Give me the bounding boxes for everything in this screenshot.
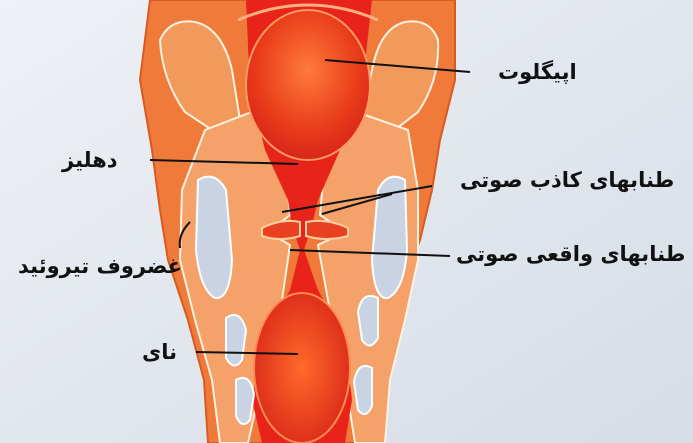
right-cartilage-bottom [354, 366, 372, 414]
vestibule-label: دهلیز [62, 150, 118, 171]
true-cords-label: طنابهای واقعی صوتی [456, 244, 685, 265]
right-cartilage-small [358, 296, 378, 346]
left-cartilage-small [226, 315, 246, 366]
left-cartilage-large [196, 177, 232, 298]
epiglottis-shape [246, 10, 370, 160]
thyroid-cartilage-label: غضروف تیروئید [18, 256, 182, 277]
epiglottis-label: اپیگلوت [498, 62, 577, 83]
left-cartilage-bottom [236, 378, 254, 424]
trachea-shape [254, 293, 350, 443]
trachea-label: نای [142, 342, 177, 363]
false-cords-label: طنابهای کاذب صوتی [460, 170, 674, 191]
